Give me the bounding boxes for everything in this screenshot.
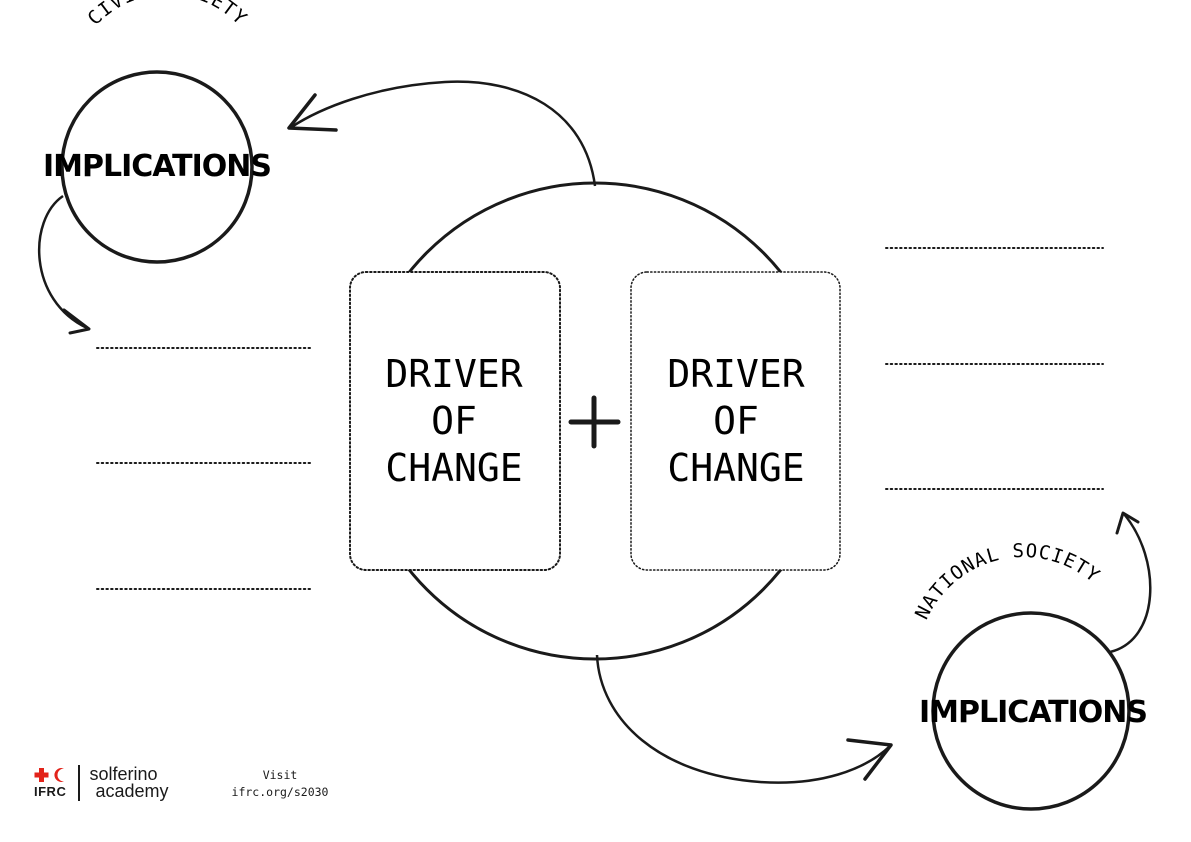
logo-line-2: academy	[95, 781, 169, 801]
logo-wordmark: solferino academy	[89, 764, 169, 801]
logo-divider	[78, 765, 80, 801]
driver-left-line-1: DRIVER	[385, 352, 522, 396]
connector-right-arrow	[1109, 513, 1152, 654]
driver-left-line-2: OF	[431, 399, 477, 443]
driver-right-line-1: DRIVER	[667, 352, 804, 396]
ifrc-mark: IFRC	[34, 767, 68, 799]
civil-society-implications-title: IMPLICATIONS	[43, 149, 271, 184]
visit-note: Visit ifrc.org/s2030	[224, 767, 336, 801]
solferino-academy-logo[interactable]: IFRC solferino academy	[34, 765, 169, 801]
connector-bottom-arrow	[595, 654, 891, 784]
plus-icon	[568, 395, 621, 449]
arrow-icon	[287, 93, 338, 132]
civil-society-circle	[60, 70, 254, 264]
civil-society-arc-label: CIVIL SOCIETY	[84, 0, 252, 30]
driver-right-line-3: CHANGE	[667, 446, 804, 490]
driver-box-left[interactable]	[349, 271, 561, 571]
connector-top-arrow	[289, 80, 597, 187]
arrow-icon	[62, 308, 91, 335]
connector-left-arrow	[37, 194, 88, 330]
driver-box-right[interactable]	[630, 271, 841, 571]
national-society-circle	[931, 611, 1131, 811]
red-cross-crescent-icon	[34, 768, 64, 782]
ifrc-text: IFRC	[34, 784, 67, 799]
arrow-icon	[1115, 511, 1140, 535]
national-society-arc-label: NATIONAL SOCIETY	[911, 540, 1104, 623]
logo-line-1: solferino	[89, 764, 158, 784]
arrow-icon	[846, 738, 893, 781]
driver-left-line-3: CHANGE	[385, 446, 522, 490]
visit-url-link[interactable]: ifrc.org/s2030	[231, 785, 329, 799]
driver-right-line-2: OF	[713, 399, 759, 443]
national-society-implications-title: IMPLICATIONS	[919, 695, 1147, 730]
visit-label: Visit	[262, 768, 298, 782]
